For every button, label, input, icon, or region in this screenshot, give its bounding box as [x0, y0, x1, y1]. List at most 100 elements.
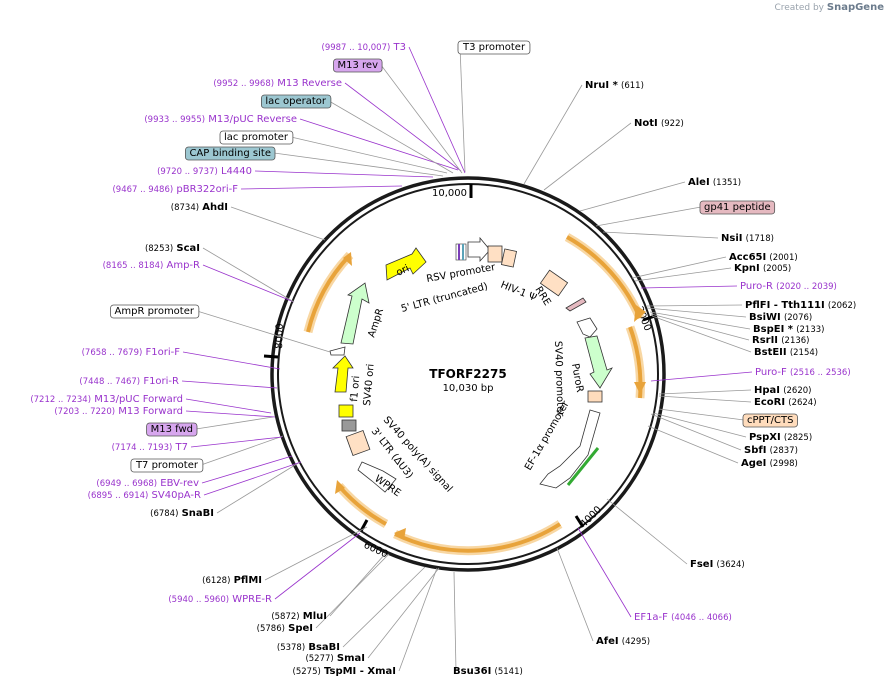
site-position: (6128)	[202, 576, 230, 586]
ori-arrow	[385, 247, 427, 281]
enzyme-label[interactable]: (5378) BsaBI	[277, 642, 340, 653]
enzyme-label[interactable]: BsiWI (2076)	[749, 312, 812, 323]
leader-line	[651, 315, 752, 353]
primer-label[interactable]: (9987 .. 10,007) T3	[322, 42, 407, 53]
enzyme-label[interactable]: KpnI (2005)	[734, 263, 791, 274]
enzyme-label[interactable]: (6784) SnaBI	[150, 508, 214, 519]
enzyme-label[interactable]: (8253) ScaI	[145, 243, 200, 254]
feature-callout[interactable]: cPPT/CTS	[747, 415, 793, 426]
enzyme-label[interactable]: RsrII (2136)	[752, 335, 809, 346]
enzyme-label[interactable]: NotI (922)	[634, 118, 684, 129]
site-name: NruI *	[585, 80, 619, 91]
feature-callout[interactable]: lac operator	[265, 96, 326, 107]
primer-label[interactable]: (9467 .. 9486) pBR322ori-F	[112, 184, 238, 195]
leader-line	[650, 413, 742, 451]
primer-label[interactable]: (6895 .. 6914) SV40pA-R	[88, 490, 201, 501]
site-name: PspXI	[749, 432, 781, 443]
enzyme-label[interactable]: BstEII (2154)	[754, 347, 818, 358]
ltr5-box	[487, 245, 503, 263]
leader-line	[606, 498, 688, 565]
primer-label[interactable]: (5940 .. 5960) WPRE-R	[168, 594, 272, 605]
enzyme-label[interactable]: (6128) PflMI	[202, 575, 262, 586]
enzyme-label[interactable]: (5872) MluI	[271, 611, 327, 622]
site-position: (1351)	[713, 178, 741, 188]
primer-label[interactable]: (7203 .. 7220) M13 Forward	[54, 406, 183, 417]
enzyme-label[interactable]: HpaI (2620)	[754, 385, 811, 396]
primer-label[interactable]: (7212 .. 7234) M13/pUC Forward	[30, 394, 183, 405]
enzyme-label[interactable]: (5275) TspMI - XmaI	[293, 666, 396, 677]
site-name: F1ori-R	[143, 376, 179, 387]
sv40-ori-box	[338, 404, 354, 418]
feature-callout[interactable]: T7 promoter	[135, 460, 199, 471]
site-name: FseI	[690, 559, 713, 570]
enzyme-label[interactable]: NruI * (611)	[585, 80, 644, 91]
feature-callout[interactable]: T3 promoter	[462, 42, 526, 53]
site-position: (2001)	[769, 253, 797, 263]
leader-line	[658, 389, 752, 395]
ef1a-promoter-arrow	[539, 409, 601, 489]
enzyme-label[interactable]: (8734) AhdI	[171, 202, 228, 213]
leader-line	[196, 310, 331, 353]
orf-arrowheads	[335, 252, 646, 540]
primer-label[interactable]: Puro-F (2516 .. 2536)	[755, 367, 851, 378]
site-position: (5940 .. 5960)	[168, 595, 229, 605]
site-position: (2005)	[763, 264, 791, 274]
site-name: RsrII	[752, 335, 778, 346]
leader-line	[646, 304, 743, 307]
primer-label[interactable]: (6949 .. 6968) EBV-rev	[96, 478, 199, 489]
callout-box	[742, 413, 798, 428]
tick-8000	[263, 354, 279, 359]
enzyme-label[interactable]: PspXI (2825)	[749, 432, 812, 443]
primer-label[interactable]: EF1a-F (4046 .. 4066)	[634, 612, 732, 623]
primer-label[interactable]: (9720 .. 9737) L4440	[157, 166, 252, 177]
site-position: (2620)	[783, 386, 811, 396]
leader-line	[181, 380, 278, 389]
feature-callout[interactable]: M13 fwd	[151, 424, 193, 435]
leader-line	[543, 122, 632, 191]
enzyme-label[interactable]: BspEI * (2133)	[753, 324, 824, 335]
enzyme-label[interactable]: AfeI (4295)	[596, 636, 650, 647]
primer-label[interactable]: Puro-R (2020 .. 2039)	[740, 281, 837, 292]
enzyme-label[interactable]: FseI (3624)	[690, 559, 745, 570]
enzyme-label[interactable]: NsiI (1718)	[721, 233, 774, 244]
site-name: Acc65I	[729, 252, 766, 263]
enzyme-label[interactable]: (5277) SmaI	[305, 653, 365, 664]
enzyme-label[interactable]: (5786) SpeI	[257, 623, 313, 634]
site-name: lac operator	[265, 96, 326, 107]
leader-line	[646, 307, 747, 318]
puror-arrow	[584, 335, 613, 389]
enzyme-label[interactable]: Acc65I (2001)	[729, 252, 798, 263]
site-name: T7 promoter	[135, 460, 199, 471]
feature-callout[interactable]: M13 rev	[338, 60, 379, 71]
site-name: L4440	[221, 166, 252, 177]
site-name: CAP binding site	[189, 148, 271, 159]
enzyme-label[interactable]: SbfI (2837)	[744, 445, 798, 456]
primer-label[interactable]: (7658 .. 7679) F1ori-F	[82, 347, 181, 358]
primer-label[interactable]: (9933 .. 9955) M13/pUC Reverse	[144, 114, 297, 125]
feature-callout[interactable]: gp41 peptide	[704, 202, 771, 213]
primer-label[interactable]: (7174 .. 7193) T7	[112, 442, 188, 453]
orf-arc-5	[306, 253, 352, 333]
feature-callout[interactable]: CAP binding site	[189, 148, 271, 159]
leader-line	[240, 185, 403, 190]
primer-label[interactable]: (7448 .. 7467) F1ori-R	[79, 376, 179, 387]
site-position: (2020 .. 2039)	[776, 282, 837, 292]
site-position: (5141)	[495, 667, 523, 677]
backbone-outer	[270, 176, 666, 572]
feature-callout[interactable]: lac promoter	[224, 132, 289, 143]
feature-callout[interactable]: AmpR promoter	[115, 306, 195, 317]
enzyme-label[interactable]: Bsu36I (5141)	[453, 666, 523, 677]
enzyme-label[interactable]: PflFI - Tth111I (2062)	[745, 300, 856, 311]
site-name: AleI	[688, 177, 710, 188]
site-name: EBV-rev	[160, 478, 199, 489]
enzyme-label[interactable]: AgeI (2998)	[741, 458, 798, 469]
primer-label[interactable]: (9952 .. 9968) M13 Reverse	[213, 78, 342, 89]
cppt-box	[587, 390, 603, 403]
leader-line	[523, 84, 583, 185]
enzyme-label[interactable]: EcoRI (2624)	[754, 397, 817, 408]
sv40-promoter-arrow	[576, 317, 598, 338]
enzyme-label[interactable]: AleI (1351)	[688, 177, 741, 188]
sv40-pa-box	[341, 419, 357, 432]
primer-label[interactable]: (8165 .. 8184) Amp-R	[103, 260, 200, 271]
leader-line	[658, 408, 745, 421]
